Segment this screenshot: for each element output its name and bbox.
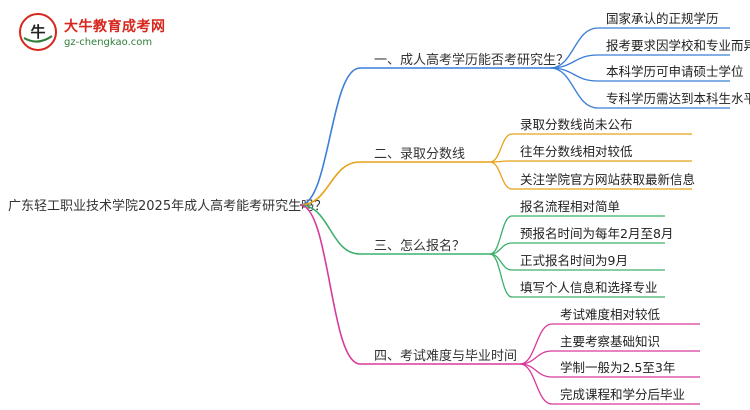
- root-topic: 广东轻工职业技术学院2025年成人高考能考研究生吗？: [8, 198, 327, 214]
- root-connector: [299, 161, 361, 206]
- leaf-label: 关注学院官方网站获取最新信息: [520, 172, 695, 187]
- leaf-label: 填写个人信息和选择专业: [520, 280, 658, 295]
- leaf-label: 录取分数线尚未公布: [520, 117, 633, 132]
- leaf-label: 本科学历可申请硕士学位: [606, 64, 744, 79]
- branch-label: 三、怎么报名？: [374, 238, 465, 254]
- leaf-connector: [489, 133, 513, 163]
- leaf-connector: [549, 27, 599, 69]
- root-connector: [299, 204, 361, 255]
- leaf-connector: [489, 161, 513, 190]
- branch-label: 一、成人高考学历能否考研究生？: [374, 52, 569, 68]
- leaf-label: 国家承认的正规学历: [606, 11, 719, 26]
- leaf-label: 报名流程相对简单: [520, 199, 620, 214]
- leaf-connector: [519, 323, 553, 365]
- root-connector: [299, 204, 361, 365]
- branch-label: 二、录取分数线: [374, 147, 465, 162]
- leaf-label: 往年分数线相对较低: [520, 144, 633, 159]
- svg-text:牛: 牛: [30, 23, 45, 41]
- leaf-connector: [549, 67, 599, 109]
- leaf-label: 主要考察基础知识: [560, 334, 660, 349]
- leaf-label: 正式报名时间为9月: [520, 253, 628, 268]
- branch-label: 四、考试难度与毕业时间: [374, 348, 517, 364]
- logo-url: gz-chengkao.com: [64, 37, 153, 48]
- leaf-label: 报考要求因学校和专业而异: [606, 38, 750, 53]
- root-connector: [299, 67, 361, 206]
- leaf-connector: [519, 363, 553, 405]
- leaf-label: 考试难度相对较低: [560, 307, 661, 322]
- logo-title: 大牛教育成考网: [64, 19, 166, 35]
- leaf-label: 专科学历需达到本科生水平: [606, 91, 750, 106]
- site-logo[interactable]: 牛 大牛教育成考网 gz-chengkao.com: [18, 12, 168, 56]
- leaf-label: 完成课程和学分后毕业: [560, 387, 685, 402]
- logo-mark-icon: 牛: [19, 13, 57, 51]
- leaf-label: 学制一般为2.5至3年: [560, 360, 675, 375]
- leaf-connector: [489, 253, 513, 298]
- leaf-connector: [489, 215, 513, 255]
- leaf-label: 预报名时间为每年2月至8月: [520, 226, 673, 241]
